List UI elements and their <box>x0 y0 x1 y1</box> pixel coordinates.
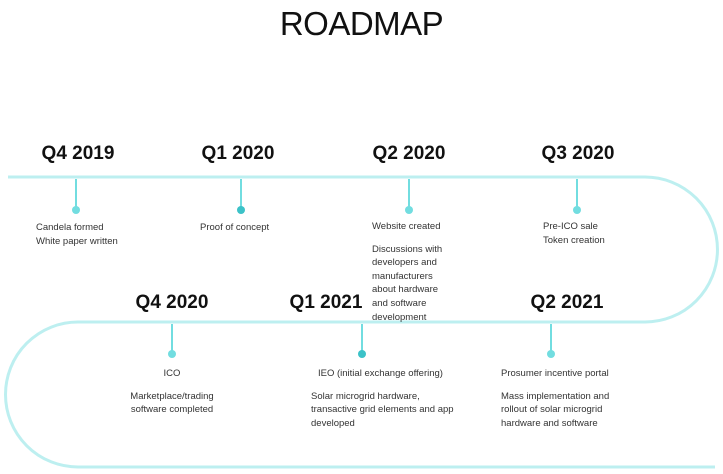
milestone-stem <box>75 179 77 207</box>
milestone-description: ICO Marketplace/trading software complet… <box>112 367 232 417</box>
milestone-item: Mass implementation and rollout of solar… <box>501 390 610 429</box>
milestone-stem <box>408 179 410 207</box>
milestone-dot <box>72 206 80 214</box>
milestone-description: Website created Discussions with develop… <box>372 220 452 324</box>
milestone-dot <box>237 206 245 214</box>
milestone-item: White paper written <box>36 235 118 247</box>
quarter-label: Q3 2020 <box>541 143 615 164</box>
page-title: ROADMAP <box>279 5 444 42</box>
quarter-label: Q1 2020 <box>201 143 275 164</box>
quarter-label: Q2 2020 <box>372 143 446 164</box>
milestone-description: Pre-ICO sale Token creation <box>543 220 643 247</box>
milestone-description: Proof of concept <box>200 221 320 235</box>
milestone-item: Solar microgrid hardware, transactive gr… <box>311 390 454 429</box>
milestone-item: Discussions with developers and manufact… <box>372 243 443 323</box>
milestone-item: Pre-ICO sale <box>543 221 598 232</box>
milestone-item: Marketplace/trading software completed <box>130 390 214 416</box>
quarter-label: Q2 2021 <box>530 292 604 313</box>
milestone-stem <box>240 179 242 207</box>
timeline-curve-right <box>644 175 719 324</box>
milestone-item: Website created <box>372 221 441 232</box>
milestone-item: Token creation <box>543 234 605 246</box>
milestone-item: Prosumer incentive portal <box>501 368 609 379</box>
milestone-dot <box>405 206 413 214</box>
milestone-item: IEO (initial exchange offering) <box>318 368 443 379</box>
milestone-description: Prosumer incentive portal Mass implement… <box>501 367 625 430</box>
quarter-label: Q1 2021 <box>289 292 363 313</box>
quarter-label: Q4 2019 <box>41 143 115 164</box>
milestone-stem <box>361 324 363 352</box>
quarter-label: Q4 2020 <box>135 292 209 313</box>
milestone-description: Candela formed White paper written <box>36 221 166 248</box>
milestone-item: Proof of concept <box>200 222 270 233</box>
milestone-item: Candela formed <box>36 222 104 233</box>
milestone-dot <box>358 350 366 358</box>
milestone-description: IEO (initial exchange offering) Solar mi… <box>311 367 457 430</box>
milestone-dot <box>573 206 581 214</box>
milestone-stem <box>576 179 578 207</box>
milestone-dot <box>168 350 176 358</box>
milestone-stem <box>171 324 173 352</box>
milestone-stem <box>550 324 552 352</box>
timeline-curve-left <box>4 320 79 469</box>
milestone-item: ICO <box>163 368 181 379</box>
milestone-dot <box>547 350 555 358</box>
